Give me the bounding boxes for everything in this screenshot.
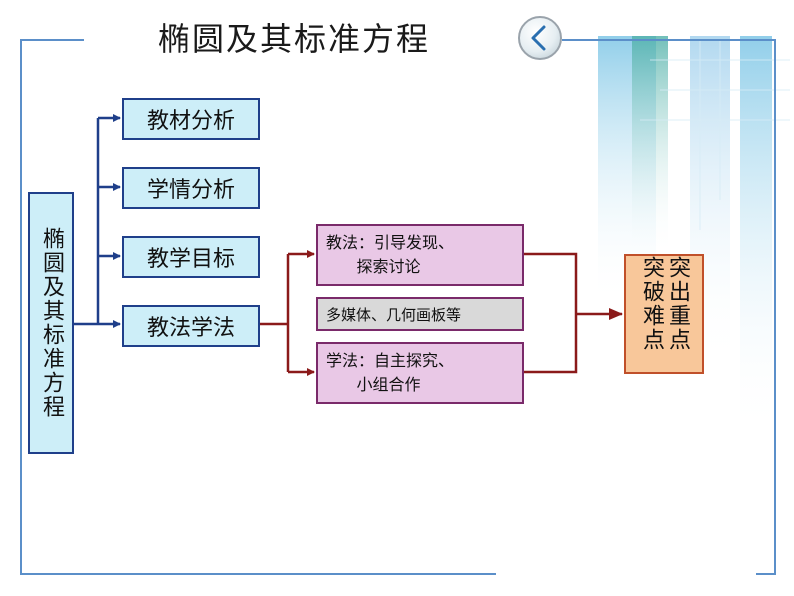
chevron-left-icon bbox=[531, 25, 546, 51]
teaching-method-node: 教法：引导发现、 探索讨论 bbox=[316, 224, 524, 286]
outcome-node: 突出重点突破难点 bbox=[624, 254, 704, 374]
branch-student-analysis: 学情分析 bbox=[122, 167, 260, 209]
frame-bottom bbox=[20, 573, 496, 575]
frame-top-left bbox=[20, 39, 84, 41]
tools-node: 多媒体、几何画板等 bbox=[316, 297, 524, 331]
branch-teaching-goals: 教学目标 bbox=[122, 236, 260, 278]
branch-textbook-analysis: 教材分析 bbox=[122, 98, 260, 140]
learning-method-node: 学法：自主探究、 小组合作 bbox=[316, 342, 524, 404]
frame-top-right bbox=[562, 39, 776, 41]
frame-bottom-right bbox=[756, 573, 776, 575]
page-title: 椭圆及其标准方程 bbox=[158, 20, 431, 58]
branch-methods: 教法学法 bbox=[122, 305, 260, 347]
frame-left bbox=[20, 39, 22, 575]
frame-right bbox=[774, 39, 776, 575]
root-node: 椭圆及其标准方程 bbox=[28, 192, 74, 454]
back-button[interactable] bbox=[518, 16, 562, 60]
